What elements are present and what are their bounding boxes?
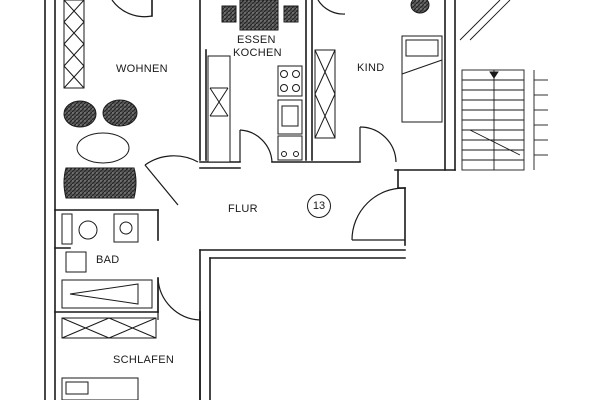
door-entry [351, 187, 406, 241]
washbasin-small [61, 213, 73, 245]
wohnen-furniture [63, 0, 138, 199]
room-label-flur: FLUR [228, 203, 258, 215]
door-kind-top [317, 0, 346, 15]
washbasin [113, 213, 139, 243]
door-wohnen-flur [144, 164, 179, 206]
washer [65, 251, 87, 273]
dining-chair-1 [221, 5, 237, 23]
door-bad [157, 277, 201, 321]
plant-kind [410, 0, 430, 14]
coffee-table [76, 132, 130, 164]
sofa [63, 167, 137, 199]
room-label-kind: KIND [357, 62, 385, 74]
shelf-wohnen [63, 0, 85, 89]
room-label-kochen: KOCHEN [233, 47, 282, 59]
room-label-essen: ESSEN [237, 34, 276, 46]
bad-furniture [61, 213, 153, 309]
dining-table [239, 0, 279, 31]
unit-number-badge: 13 [307, 194, 331, 218]
bed-schlafen [61, 377, 139, 400]
fridge [277, 135, 303, 161]
kind-furniture [314, 0, 443, 139]
wardrobe-kind [314, 49, 336, 139]
bathtub [61, 279, 153, 309]
room-label-wohnen: WOHNEN [116, 63, 168, 75]
staircase [459, 0, 548, 171]
room-label-bad: BAD [96, 254, 120, 266]
dining-chair-2 [283, 5, 299, 23]
schlafen-furniture [61, 317, 157, 400]
armchair-left [63, 100, 97, 128]
stove [277, 65, 303, 97]
bed-kind [401, 35, 443, 123]
kueche-furniture [207, 0, 303, 163]
armchair-right [102, 99, 138, 127]
room-label-schlafen: SCHLAFEN [113, 354, 175, 366]
counter-left [207, 55, 231, 163]
wardrobe-schlafen [61, 317, 157, 339]
toilet [78, 220, 98, 240]
door-wohnen-top [111, 0, 153, 18]
